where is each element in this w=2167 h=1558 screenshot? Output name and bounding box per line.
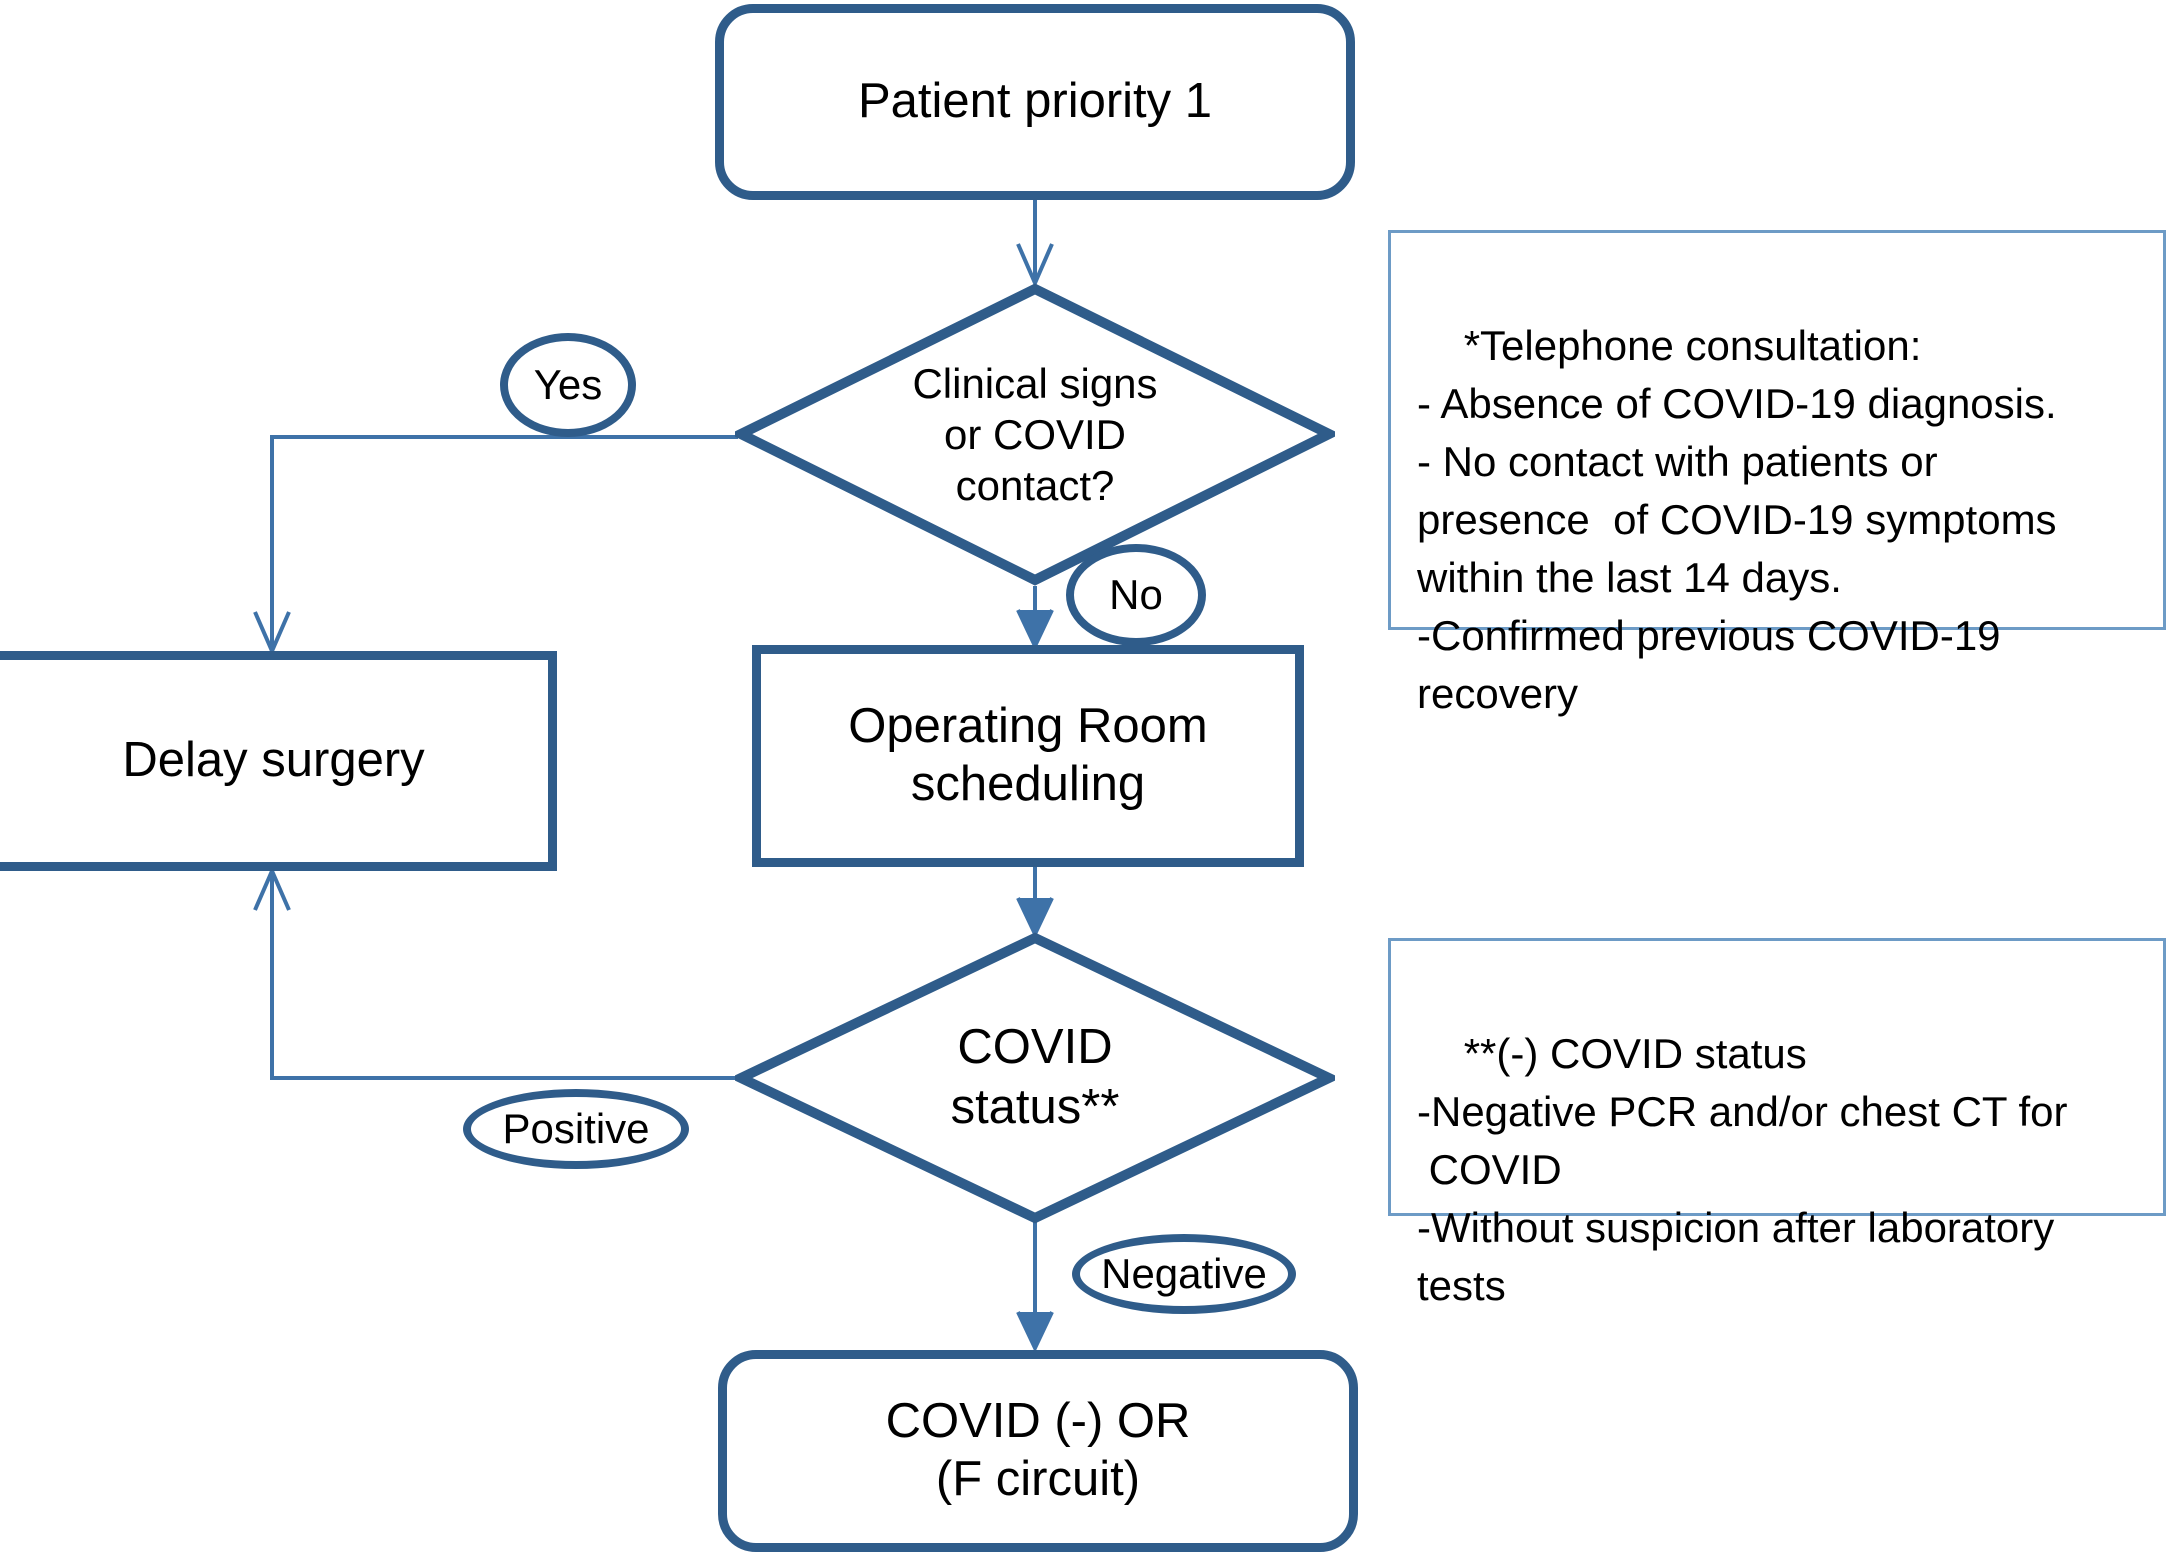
node-label-covid-negative-or: COVID (-) OR (F circuit): [885, 1394, 1191, 1506]
edge-label-no: No: [1066, 544, 1206, 646]
diamond-shape-clinical: [735, 283, 1335, 586]
node-patient-priority-1[interactable]: Patient priority 1: [715, 4, 1355, 200]
edge-label-positive-text: Positive: [502, 1105, 650, 1152]
edge-clinical-no-to-or-scheduling: [1016, 586, 1054, 651]
node-label-operating-room-scheduling: Operating Room scheduling: [848, 699, 1208, 811]
edge-or-scheduling-to-covid-decision: [1016, 866, 1054, 939]
node-clinical-signs-decision[interactable]: Clinical signs or COVID contact?: [735, 283, 1335, 586]
edge-label-no-text: No: [1109, 571, 1163, 618]
edge-covid-negative-to-end-or: [1016, 1222, 1054, 1353]
node-covid-negative-or[interactable]: COVID (-) OR (F circuit): [718, 1350, 1358, 1552]
edge-label-yes: Yes: [500, 333, 636, 437]
edge-covid-positive-to-delay-surgery: [253, 865, 738, 1080]
node-covid-status-decision[interactable]: COVID status**: [735, 932, 1335, 1224]
node-label-patient-priority-1: Patient priority 1: [857, 74, 1213, 129]
note-telephone-consultation-text: *Telephone consultation: - Absence of CO…: [1417, 321, 2057, 717]
edge-label-yes-text: Yes: [533, 361, 603, 408]
diamond-shape-covid-status: [735, 932, 1335, 1224]
note-covid-status-text: **(-) COVID status -Negative PCR and/or …: [1417, 1029, 2068, 1309]
edge-label-negative-text: Negative: [1101, 1250, 1267, 1297]
node-label-delay-surgery: Delay surgery: [122, 733, 425, 788]
node-operating-room-scheduling[interactable]: Operating Room scheduling: [752, 645, 1304, 867]
edge-clinical-yes-to-delay-surgery: [253, 435, 738, 657]
edge-start-to-clinical-decision: [1016, 200, 1054, 289]
node-delay-surgery[interactable]: Delay surgery: [0, 651, 557, 871]
note-telephone-consultation: *Telephone consultation: - Absence of CO…: [1388, 230, 2166, 717]
edge-label-negative: Negative: [1072, 1234, 1296, 1314]
edge-label-positive: Positive: [463, 1089, 689, 1169]
note-covid-status: **(-) COVID status -Negative PCR and/or …: [1388, 938, 2166, 1309]
